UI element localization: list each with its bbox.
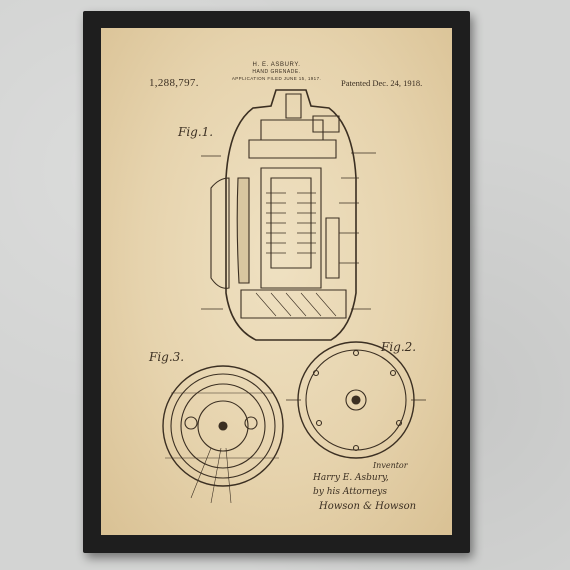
attorneys-line: by his Attorneys (313, 487, 387, 497)
fig1-grenade-section (201, 89, 376, 341)
patent-drawing (162, 89, 426, 504)
attorneys-signature: Howson & Howson (319, 501, 417, 512)
patent-number: 1,288,797. (149, 77, 199, 89)
invention-title: HAND GRENADE. (252, 69, 301, 75)
fig3-bottom-view (162, 365, 284, 504)
fig2-top-view (286, 341, 426, 459)
fig1-label: Fig.1. (178, 125, 214, 139)
inventor-header: H. E. ASBURY. (252, 62, 301, 68)
fig2-label: Fig.2. (381, 340, 417, 354)
inventor-signature: Harry E. Asbury, (313, 473, 389, 483)
application-date: APPLICATION FILED JUNE 15, 1917. (231, 76, 322, 81)
fig3-label: Fig.3. (149, 350, 185, 364)
patent-print: H. E. ASBURY. HAND GRENADE. APPLICATION … (101, 28, 452, 535)
inventor-label: Inventor (373, 461, 408, 470)
patent-date: Patented Dec. 24, 1918. (341, 78, 423, 88)
